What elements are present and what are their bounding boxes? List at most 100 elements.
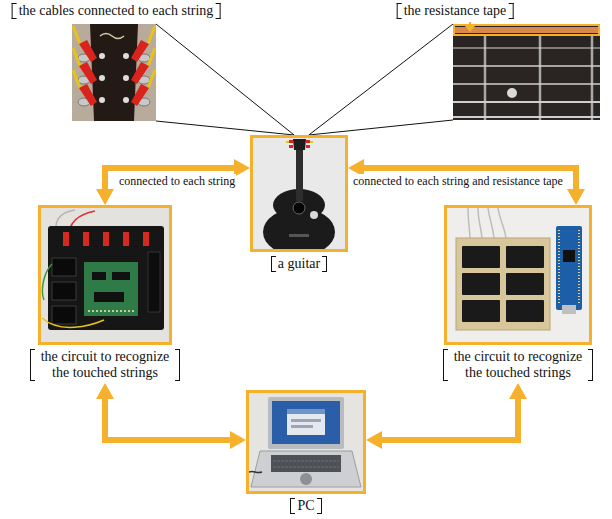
relay-circuit-photo-part bbox=[506, 246, 544, 268]
touch-circuit-photo-part bbox=[42, 264, 52, 300]
node-label: PC bbox=[297, 498, 314, 514]
headstock-photo-part bbox=[148, 70, 155, 88]
photo-node: the cables connected to each string bbox=[2, 3, 230, 125]
headstock-photo-part bbox=[148, 48, 155, 66]
photo-frame bbox=[453, 24, 600, 120]
headstock-photo-part bbox=[79, 40, 97, 62]
node-label: the cables connected to each string bbox=[19, 3, 214, 19]
tape-highlight-part bbox=[465, 26, 475, 32]
bracket-label: a guitar bbox=[271, 256, 327, 272]
laptop-photo-part bbox=[249, 393, 363, 491]
arrow-head bbox=[96, 189, 114, 205]
laptop-photo-part bbox=[251, 451, 361, 487]
guitar-photo-part bbox=[289, 145, 293, 148]
relay-circuit-photo-part bbox=[556, 226, 582, 310]
bracket-label: the resistance tape bbox=[397, 3, 514, 19]
node-label: the circuit to recognize the touched str… bbox=[37, 349, 173, 381]
fretboard-photo-part bbox=[453, 65, 600, 66]
relay-circuit-photo-part bbox=[563, 250, 575, 262]
headstock-photo-part bbox=[73, 48, 80, 66]
connector bbox=[96, 383, 246, 449]
node-label: the resistance tape bbox=[404, 3, 507, 19]
relay-circuit-photo-part bbox=[456, 238, 550, 330]
headstock-photo-part bbox=[123, 97, 129, 103]
fretboard-photo-part bbox=[453, 24, 600, 120]
photo-node: the circuit to recognize the touched str… bbox=[444, 205, 592, 381]
touch-circuit-photo-part bbox=[103, 232, 109, 246]
photo-node: the circuit to recognize the touched str… bbox=[38, 205, 172, 381]
headstock-photo-part bbox=[79, 84, 97, 106]
touch-circuit-photo-part bbox=[41, 208, 169, 342]
relay-circuit-photo-part bbox=[447, 208, 589, 342]
node-label: a guitar bbox=[278, 256, 320, 272]
photo-node: the resistance tape bbox=[370, 3, 606, 125]
guitar-photo-part bbox=[310, 141, 313, 143]
arrow-head bbox=[509, 383, 527, 399]
edge-label: connected to each string and resistance … bbox=[352, 174, 564, 188]
headstock-photo-part bbox=[131, 40, 149, 62]
headstock-photo-part bbox=[90, 24, 138, 121]
touch-circuit-photo-part bbox=[92, 272, 106, 280]
touch-circuit-photo-part bbox=[52, 306, 76, 324]
guitar-photo-part bbox=[293, 139, 306, 150]
relay-circuit-photo-part bbox=[488, 208, 494, 240]
arrow-head bbox=[366, 431, 382, 449]
photo-node: a guitar bbox=[250, 135, 348, 272]
relay-circuit-photo-part bbox=[506, 273, 544, 295]
touch-circuit-photo-part bbox=[88, 310, 134, 312]
laptop-photo-part bbox=[273, 467, 339, 468]
fretboard-photo-part bbox=[453, 47, 600, 48]
touch-circuit-photo-part bbox=[84, 262, 138, 316]
touch-circuit-photo-part bbox=[148, 252, 160, 312]
photo-frame bbox=[444, 205, 592, 345]
touch-circuit-photo-part bbox=[52, 282, 76, 300]
relay-circuit-photo-part bbox=[462, 273, 500, 295]
relay-circuit-photo-part bbox=[506, 300, 544, 322]
laptop-photo-part bbox=[272, 401, 340, 444]
touch-circuit-photo bbox=[41, 208, 169, 342]
fretboard-photo-part bbox=[453, 83, 600, 85]
connector bbox=[156, 24, 294, 135]
touch-circuit-photo-part bbox=[52, 258, 76, 276]
touch-circuit-photo-part bbox=[123, 232, 129, 246]
guitar-photo-part bbox=[310, 211, 318, 219]
photo-node: PC bbox=[246, 390, 366, 514]
laptop-photo-part bbox=[271, 455, 341, 472]
guitar-photo bbox=[253, 138, 345, 249]
relay-circuit-photo-part bbox=[478, 208, 482, 240]
leader-line bbox=[156, 24, 294, 135]
guitar-photo-part bbox=[289, 140, 293, 143]
fretboard-photo-part bbox=[507, 88, 517, 98]
arrow-head bbox=[234, 159, 250, 177]
headstock-photo-part bbox=[99, 53, 105, 59]
laptop-photo bbox=[249, 393, 363, 491]
relay-circuit-photo-part bbox=[468, 208, 470, 240]
headstock-photo bbox=[72, 24, 156, 121]
relay-circuit-photo-part bbox=[498, 208, 506, 240]
photo-frame bbox=[250, 135, 348, 252]
connector bbox=[348, 159, 585, 205]
node-label: the circuit to recognize the touched str… bbox=[450, 349, 586, 381]
guitar-photo-part bbox=[289, 234, 309, 237]
headstock-photo-part bbox=[99, 75, 105, 81]
guitar-photo-part bbox=[293, 202, 305, 214]
laptop-photo-part bbox=[291, 419, 321, 422]
laptop-photo-part bbox=[291, 425, 313, 428]
headstock-photo-part bbox=[73, 70, 80, 88]
bus-line bbox=[381, 398, 518, 440]
guitar-photo-part bbox=[296, 149, 303, 201]
headstock-photo-part bbox=[123, 75, 129, 81]
headstock-photo-part bbox=[148, 26, 155, 44]
arrow-head bbox=[230, 431, 246, 449]
laptop-photo-part bbox=[268, 397, 344, 449]
connector bbox=[309, 24, 453, 135]
headstock-photo-part bbox=[100, 34, 124, 39]
laptop-photo-part bbox=[273, 461, 339, 462]
photo-frame bbox=[72, 24, 156, 121]
touch-circuit-photo-part bbox=[143, 232, 149, 246]
arrow-head bbox=[567, 189, 585, 205]
tape-highlight bbox=[454, 22, 599, 35]
connector bbox=[96, 159, 250, 205]
laptop-photo-part bbox=[249, 471, 262, 472]
